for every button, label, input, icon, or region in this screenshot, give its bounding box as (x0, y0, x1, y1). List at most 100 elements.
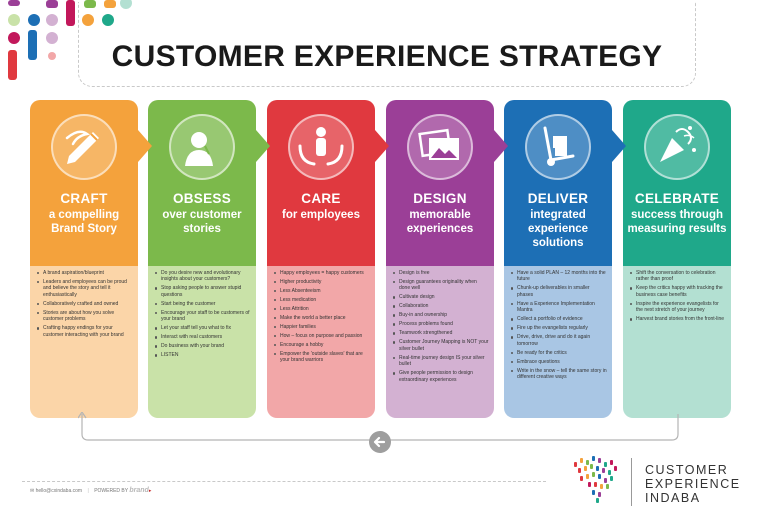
page-title: CUSTOMER EXPERIENCE STRATEGY (111, 40, 663, 73)
column-subtitle: for employees (282, 209, 360, 221)
bullet-list: Do you desire new and evolutionary insig… (154, 270, 251, 359)
logo-mark (588, 482, 591, 487)
cx-indaba-logo-icon (574, 456, 617, 503)
list-item: Encourage a hobby (273, 342, 370, 348)
caring-hands-icon (288, 114, 354, 180)
list-item: A brand aspiration/blueprint (36, 270, 133, 276)
column-body: Do you desire new and evolutionary insig… (148, 266, 256, 418)
list-item: Leaders and employees can be proud and b… (36, 279, 133, 298)
list-item: Real-time journey design IS your silver … (392, 355, 489, 368)
column-header: DELIVER integrated experience solutions (504, 100, 626, 266)
column-subtitle: success through measuring results (627, 209, 727, 235)
list-item: Collaboratively crafted and owned (36, 301, 133, 307)
footer-powered-by: POWERED BY (94, 488, 128, 494)
logo-mark (602, 468, 605, 473)
footer: ✉ hello@cxindaba.com | POWERED BY brand▸ (30, 487, 152, 494)
footer-divider (22, 481, 546, 482)
column-body: Have a solid PLAN – 12 months into the f… (504, 266, 612, 418)
list-item: Write in the snow – tell the same story … (510, 368, 607, 381)
list-item: How – focus on purpose and passion (273, 333, 370, 339)
list-item: Do business with your brand (154, 343, 251, 349)
list-item: Collect a portfolio of evidence (510, 316, 607, 322)
logo-mark (578, 468, 581, 473)
list-item: Do you desire new and evolutionary insig… (154, 270, 251, 283)
list-item: Teamwork strengthened (392, 330, 489, 336)
logo-mark (580, 476, 583, 481)
list-item: Stories are about how you solve customer… (36, 310, 133, 323)
logo-mark (590, 464, 593, 469)
arrow-left-icon (373, 436, 386, 448)
list-item: Happy employees = happy customers (273, 270, 370, 276)
logo-mark (596, 498, 599, 503)
logo-mark (592, 456, 595, 461)
chevron-right-icon (256, 130, 270, 162)
footer-website[interactable]: hello@cxindaba.com (35, 488, 83, 494)
list-item: Crafting happy endings for your customer… (36, 325, 133, 338)
logo-mark (586, 474, 589, 479)
brand-mark-icon: ▸ (148, 488, 152, 494)
loop-back-button[interactable] (369, 431, 391, 453)
list-item: Design is free (392, 270, 489, 276)
footer-brand: brand (129, 487, 149, 494)
pictures-icon (407, 114, 473, 180)
list-item: Give people permission to design extraor… (392, 370, 489, 383)
list-item: Make the world a better place (273, 315, 370, 321)
list-item: Harvest brand stories from the front-lin… (629, 316, 726, 322)
list-item: Less medication (273, 297, 370, 303)
list-item: Process problems found (392, 321, 489, 327)
list-item: Buy-in and ownership (392, 312, 489, 318)
list-item: Inspire the experience evangelists for t… (629, 301, 726, 314)
list-item: Have a Experience Implementation Mantra (510, 301, 607, 314)
list-item: Chunk-up deliverables in smaller phases (510, 285, 607, 298)
party-popper-icon (644, 114, 710, 180)
list-item: Be ready for the critics (510, 350, 607, 356)
list-item: Have a solid PLAN – 12 months into the f… (510, 270, 607, 283)
column-subtitle: over customer stories (162, 209, 242, 235)
logo-mark (600, 484, 603, 489)
list-item: Drive, drive, drive and do it again tomo… (510, 334, 607, 347)
list-item: Cultivate design (392, 294, 489, 300)
list-item: Shift the conversation to celebration ra… (629, 270, 726, 283)
list-item: Embrace questions (510, 359, 607, 365)
list-item: Higher productivity (273, 279, 370, 285)
hand-truck-icon (525, 114, 591, 180)
logo-mark (610, 460, 613, 465)
column-title: CARE (301, 191, 341, 206)
chevron-right-icon (494, 130, 508, 162)
pencil-icon (51, 114, 117, 180)
list-item: Collaboration (392, 303, 489, 309)
title-frame (78, 2, 696, 87)
logo-mark (608, 470, 611, 475)
logo-mark (604, 478, 607, 483)
column-subtitle: integrated experience solutions (527, 209, 589, 249)
mail-icon: ✉ (30, 488, 35, 494)
logo-mark (584, 466, 587, 471)
logo-mark (606, 484, 609, 489)
list-item: Stop asking people to answer stupid ques… (154, 285, 251, 298)
logo-line-3: INDABA (645, 491, 701, 505)
thinking-person-icon (169, 114, 235, 180)
list-item: Start being the customer (154, 301, 251, 307)
logo-mark (592, 472, 595, 477)
list-item: Less Attrition (273, 306, 370, 312)
logo-mark (586, 460, 589, 465)
column-title: DELIVER (527, 191, 589, 206)
column-body: Shift the conversation to celebration ra… (623, 266, 731, 418)
list-item: Customer Journey Mapping is NOT your sil… (392, 339, 489, 352)
chevron-right-icon (612, 130, 626, 162)
logo-mark (614, 466, 617, 471)
logo-mark (596, 466, 599, 471)
chevron-right-icon (138, 130, 152, 162)
logo-mark (574, 462, 577, 467)
